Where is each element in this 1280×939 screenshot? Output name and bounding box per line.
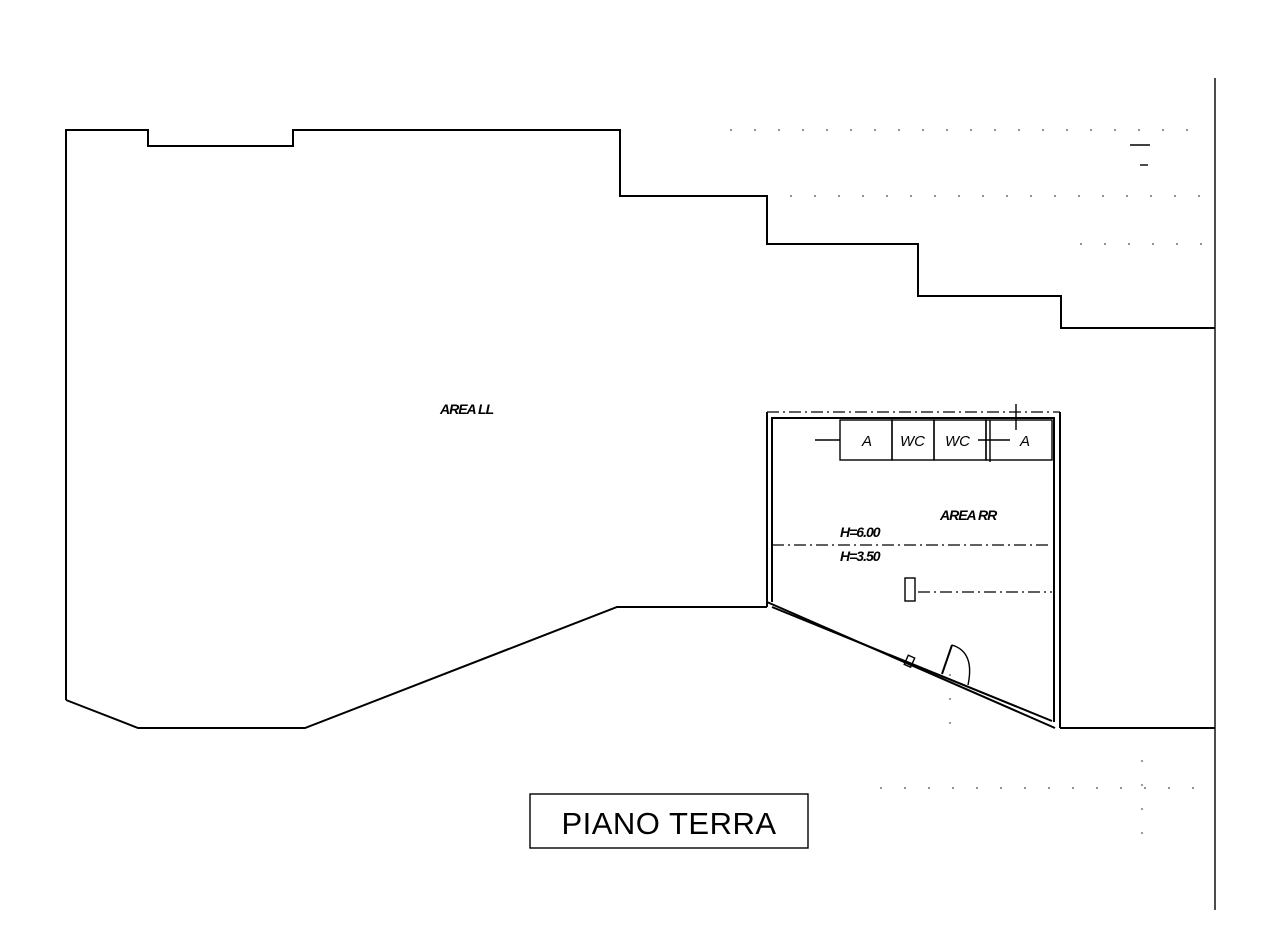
cell-label-b: A <box>1019 433 1030 450</box>
building-outline <box>65 129 1215 700</box>
area-right-label: AREA RR <box>939 507 998 523</box>
construction-lines <box>730 129 1205 850</box>
page-title: PIANO TERRA <box>561 806 776 841</box>
area-left-label: AREA LL <box>439 401 494 417</box>
height-upper-label: H=6.00 <box>840 524 881 540</box>
door <box>903 644 971 686</box>
height-lower-label: H=3.50 <box>840 548 881 564</box>
building-bottom-outline <box>65 606 767 729</box>
service-cells <box>815 404 1053 462</box>
fixture <box>904 577 1052 602</box>
title-box <box>529 793 809 849</box>
cell-label-wc-2: WC <box>945 433 970 450</box>
cell-label-a: A <box>861 433 872 450</box>
cell-label-wc-1: WC <box>900 433 925 450</box>
